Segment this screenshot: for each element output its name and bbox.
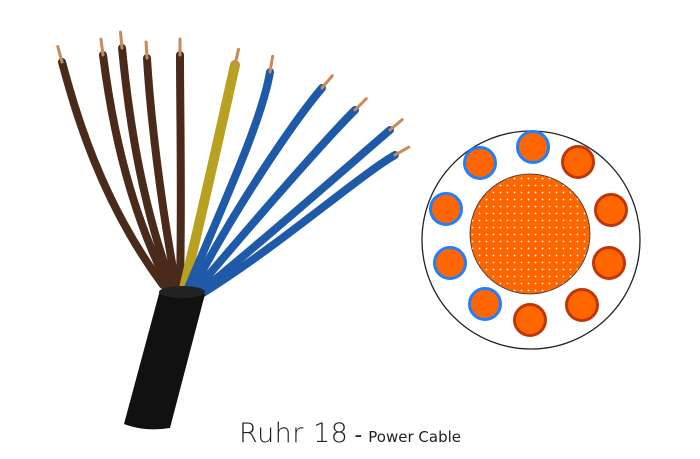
red-core bbox=[592, 246, 626, 280]
cross-section-diagram bbox=[421, 130, 641, 350]
copper-tip bbox=[388, 118, 404, 132]
brown-wire bbox=[99, 51, 172, 289]
product-name: Ruhr 18 bbox=[239, 418, 349, 449]
copper-tip bbox=[320, 74, 334, 90]
cable-jacket bbox=[124, 290, 205, 430]
copper-tip bbox=[99, 37, 105, 57]
jacket-cut-end bbox=[159, 286, 205, 298]
blue-core bbox=[468, 287, 502, 321]
caption-separator: - bbox=[354, 423, 363, 448]
blue-wire bbox=[196, 126, 394, 296]
copper-tip bbox=[268, 54, 275, 74]
blue-wire bbox=[188, 84, 326, 294]
copper-tip bbox=[56, 45, 64, 64]
product-type: Power Cable bbox=[368, 428, 461, 446]
center-core bbox=[469, 173, 591, 295]
caption: Ruhr 18-Power Cable bbox=[0, 418, 700, 449]
earth-wire bbox=[179, 60, 240, 293]
brown-wire bbox=[118, 44, 176, 289]
copper-tip bbox=[393, 145, 411, 157]
copper-tip bbox=[233, 47, 240, 67]
blue-wire bbox=[199, 151, 399, 297]
red-core bbox=[513, 303, 547, 337]
blue-wire bbox=[184, 68, 274, 292]
blue-core bbox=[429, 192, 463, 226]
red-core bbox=[565, 288, 599, 322]
brown-wire bbox=[143, 54, 180, 289]
red-core bbox=[561, 145, 595, 179]
copper-tip bbox=[118, 30, 124, 50]
blue-core bbox=[463, 146, 497, 180]
copper-tip bbox=[353, 97, 368, 112]
blue-wire bbox=[192, 106, 359, 294]
brown-wire bbox=[176, 51, 185, 289]
blue-core bbox=[516, 130, 550, 164]
red-core bbox=[594, 193, 628, 227]
blue-core bbox=[433, 246, 467, 280]
copper-tip bbox=[144, 40, 149, 60]
brown-wire bbox=[58, 58, 167, 289]
